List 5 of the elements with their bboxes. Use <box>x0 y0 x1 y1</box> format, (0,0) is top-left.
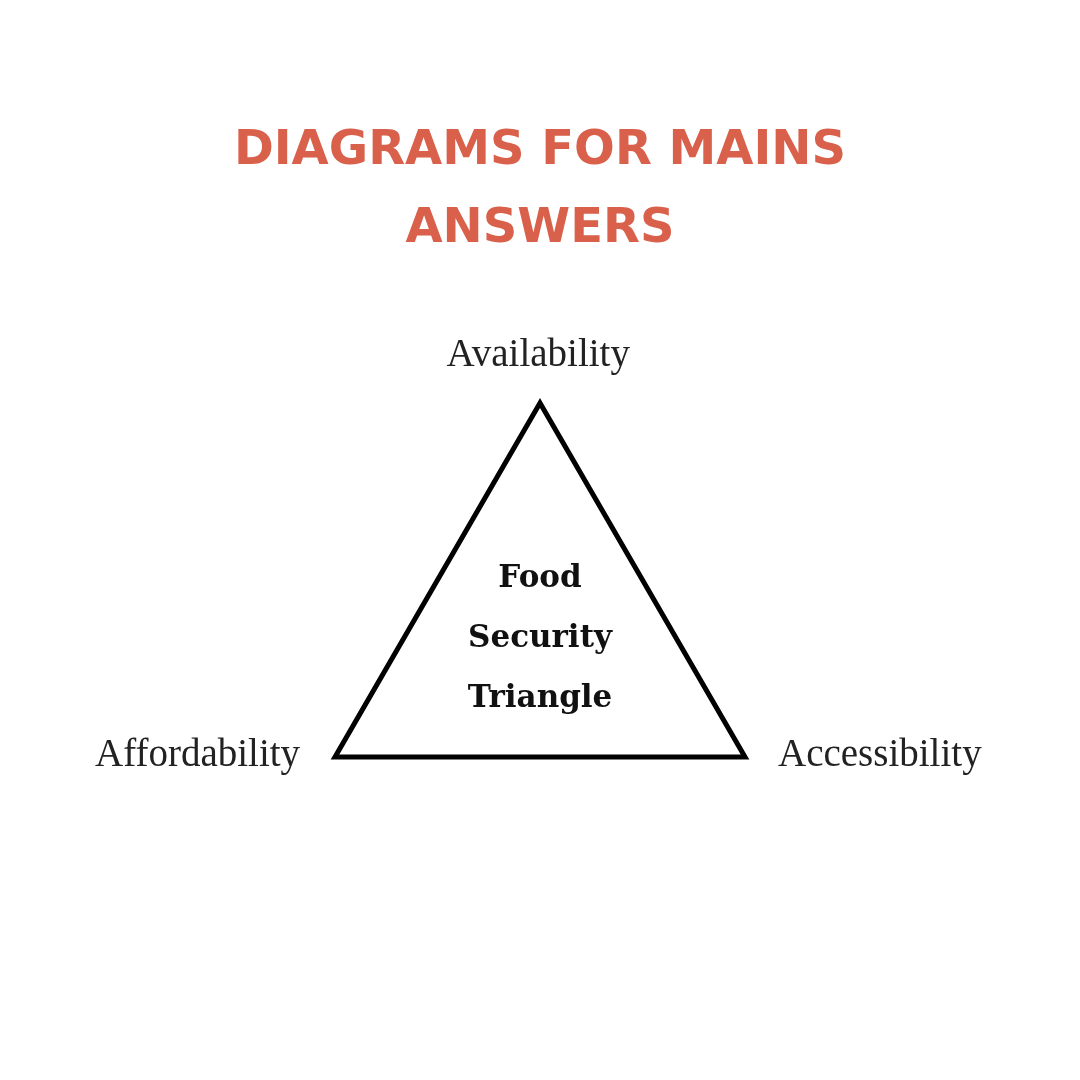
vertex-label: Accessibility <box>778 730 982 776</box>
diagram-title: DIAGRAMS FOR MAINS ANSWERS <box>232 118 848 255</box>
vertex-label: Availability <box>446 330 630 376</box>
vertex-label: Affordability <box>95 730 301 776</box>
node-label: Food Security Triangle <box>466 557 614 716</box>
